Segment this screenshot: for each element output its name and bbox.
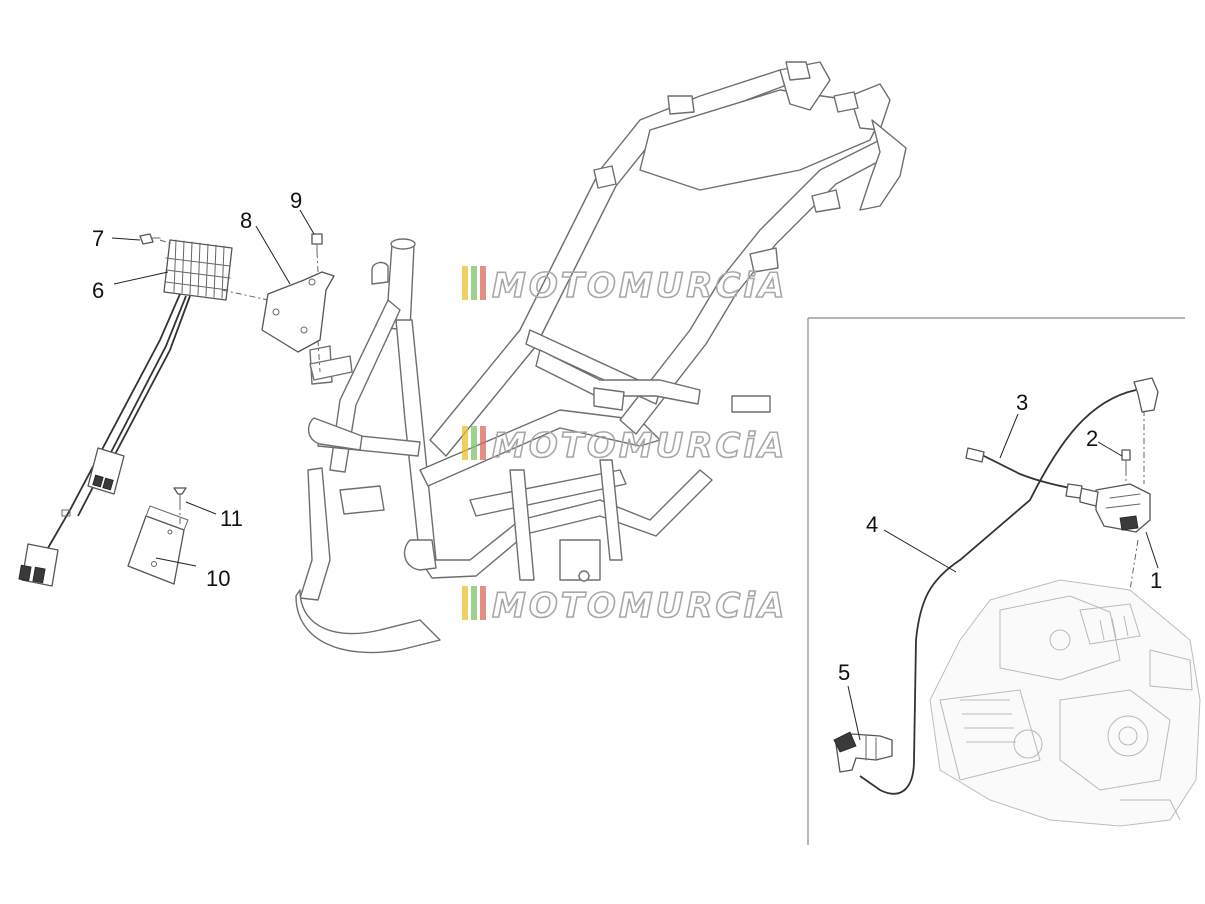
watermark-stripe-2 [471,266,477,300]
callout-9: 9 [290,188,302,213]
watermark-2: MOTOMURCiA [462,425,787,467]
watermark-stripe-1 [462,426,468,460]
wiring-lead-3 [965,447,1083,499]
watermark-stripe-1 [462,586,468,620]
engine-block [929,579,1201,827]
watermark-text: MOTOMURCiA [492,426,787,466]
callout-6: 6 [92,278,104,303]
leader-lines [111,209,1159,741]
callout-11: 11 [220,506,243,531]
scooter-frame [295,61,907,654]
callout-3: 3 [1016,390,1028,415]
spark-plug-cable-4 [859,377,1159,795]
callout-2: 2 [1086,426,1098,451]
watermark-stripe-3 [480,426,486,460]
inset-frame [807,317,1185,845]
voltage-regulator-assembly [18,239,233,587]
callout-7: 7 [92,226,104,251]
ignition-coil-1 [1079,483,1151,533]
watermark-stripe-1 [462,266,468,300]
watermark-1: MOTOMURCiA [462,265,787,307]
watermark-stripe-2 [471,426,477,460]
callout-10: 10 [206,566,230,591]
bracket-8 [261,271,335,353]
watermark-stripe-3 [480,586,486,620]
screw-2 [1121,449,1131,471]
screw-11 [173,487,187,505]
callout-4: 4 [866,512,878,537]
bracket-10 [127,505,189,585]
callout-1: 1 [1150,568,1162,593]
watermark-3: MOTOMURCiA [462,585,787,627]
screw-9 [311,233,323,253]
watermark-text: MOTOMURCiA [492,266,787,306]
watermark-stripe-2 [471,586,477,620]
callout-5: 5 [838,660,850,685]
callout-8: 8 [240,208,252,233]
screw-7 [139,233,161,245]
plug-cap-5 [833,731,893,773]
watermark-stripe-3 [480,266,486,300]
watermark-text: MOTOMURCiA [492,586,787,626]
